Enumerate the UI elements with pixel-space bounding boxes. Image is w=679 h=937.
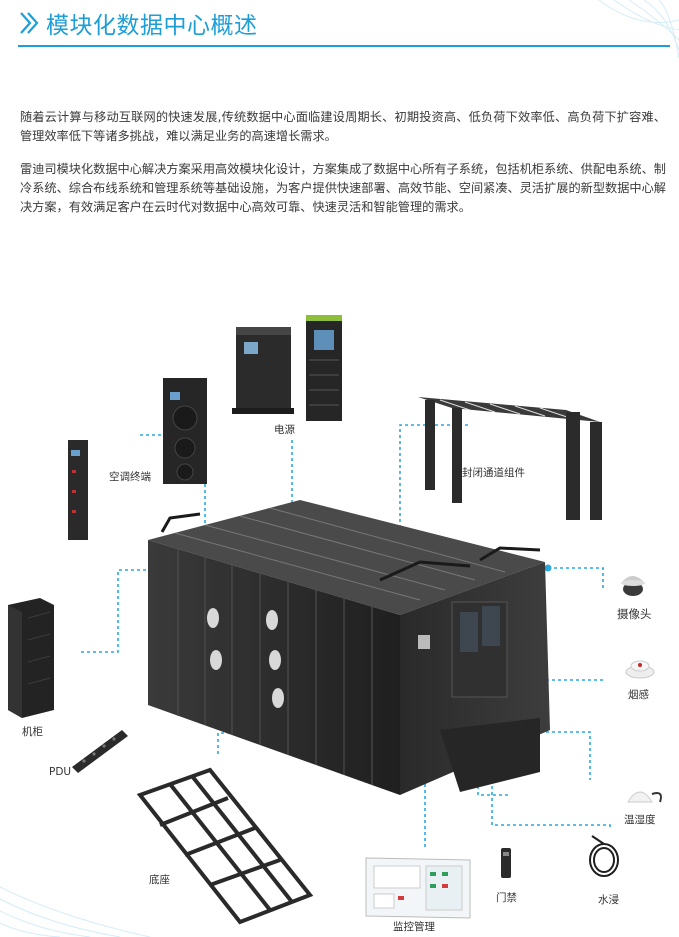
rack-cabinet-illustration	[8, 598, 54, 718]
label-door-access: 门禁	[496, 892, 517, 904]
water-leak-sensor-illustration	[589, 835, 619, 877]
label-smoke: 烟感	[628, 689, 649, 701]
diagram-illustration	[8, 315, 662, 925]
pdu-illustration	[72, 730, 128, 773]
smoke-detector-illustration	[625, 660, 655, 679]
intro-paragraph-2: 雷迪司模块化数据中心解决方案采用高效模块化设计，方案集成了数据中心所有子系统，包…	[20, 162, 666, 214]
ups-power-illustration	[232, 315, 342, 421]
camera-illustration	[621, 576, 645, 596]
label-aisle: 封闭通道组件	[462, 467, 525, 479]
page-title-text: 模块化数据中心概述	[46, 13, 258, 39]
ac-unit-illustration	[163, 378, 207, 484]
aisle-containment-illustration	[418, 397, 602, 520]
temp-humidity-sensor-illustration	[627, 791, 662, 803]
corner-decoration	[598, 0, 679, 59]
modular-datacenter-illustration	[148, 500, 550, 795]
label-power: 电源	[274, 424, 295, 436]
title-rule	[18, 45, 670, 47]
label-camera: 摄像头	[617, 607, 652, 621]
component-diagram: 电源 空调终端 封闭通道组件 摄像头 烟感 机柜 PDU 温湿度 底座 门禁 水…	[0, 300, 679, 937]
label-ac-unit: 空调终端	[109, 471, 151, 483]
label-water-leak: 水浸	[598, 894, 619, 906]
label-monitoring: 监控管理	[393, 921, 435, 933]
door-access-illustration	[501, 848, 511, 878]
intro-paragraph-1: 随着云计算与移动互联网的快速发展,传统数据中心面临建设周期长、初期投资高、低负荷…	[20, 110, 666, 143]
inline-ac-illustration	[68, 440, 88, 540]
page-title: 模块化数据中心概述	[18, 6, 258, 40]
double-chevron-icon	[20, 12, 39, 34]
label-cabinet: 机柜	[22, 726, 43, 738]
label-pdu: PDU	[49, 766, 72, 778]
base-frame-illustration	[136, 767, 314, 925]
label-base: 底座	[149, 874, 170, 886]
monitoring-panel-illustration	[365, 857, 471, 919]
label-temp-humidity: 温湿度	[624, 814, 656, 826]
